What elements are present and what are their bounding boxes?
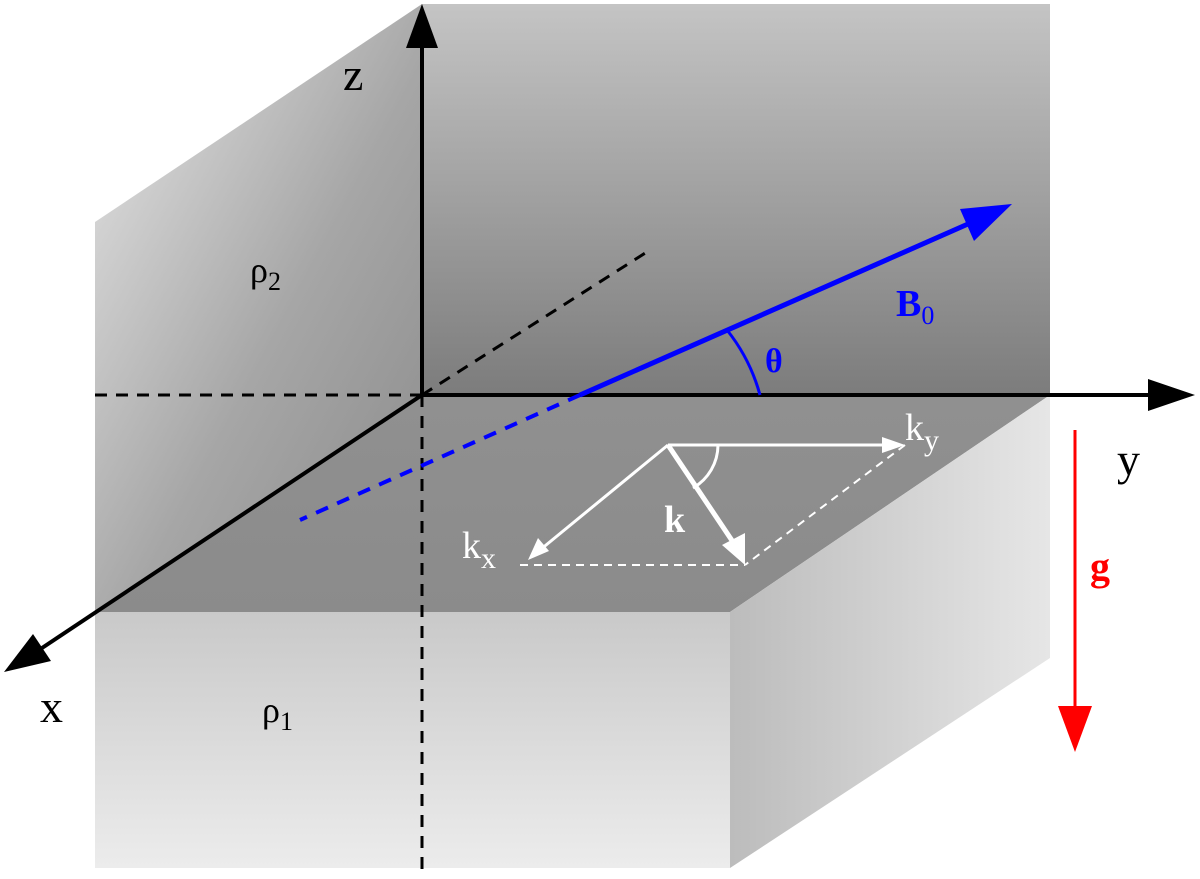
k-arrowhead	[722, 533, 745, 565]
ky-arrowhead	[882, 437, 905, 453]
k-angle-arc	[692, 444, 720, 490]
negative-x-dashed-line	[421, 248, 651, 397]
field-angle-arc	[725, 329, 762, 396]
lower-region-side-face	[730, 395, 1050, 868]
z-axis-arrowhead	[406, 4, 438, 48]
y-axis-label: y	[1117, 434, 1140, 485]
k-vector	[665, 443, 738, 547]
kx-arrowhead	[528, 538, 549, 560]
gravity-label: g	[1090, 544, 1110, 589]
lower-region-front-face	[95, 612, 730, 868]
interface-plane	[95, 395, 1050, 612]
kx-label: kx	[462, 525, 496, 575]
upper-region-left-panel	[95, 4, 422, 612]
x-axis-arrowhead	[4, 634, 51, 672]
upper-region-back-panel	[422, 4, 1050, 395]
kx-vector	[539, 443, 669, 552]
field-dashed-extension	[299, 393, 581, 522]
x-axis-label: x	[40, 681, 63, 732]
upper-density-label: ρ2	[250, 250, 281, 296]
lower-density-label: ρ1	[262, 690, 293, 736]
field-vector	[578, 221, 970, 398]
ky-projection-line	[744, 444, 906, 566]
field-label: B0	[896, 283, 934, 330]
gravity-arrowhead	[1058, 706, 1092, 752]
x-axis	[40, 393, 424, 650]
field-angle-label: θ	[765, 343, 783, 380]
k-label: k	[664, 499, 686, 541]
y-axis-arrowhead	[1148, 379, 1195, 411]
ky-label: ky	[905, 407, 939, 457]
field-arrowhead	[960, 204, 1012, 241]
z-axis-label: z	[343, 49, 363, 100]
